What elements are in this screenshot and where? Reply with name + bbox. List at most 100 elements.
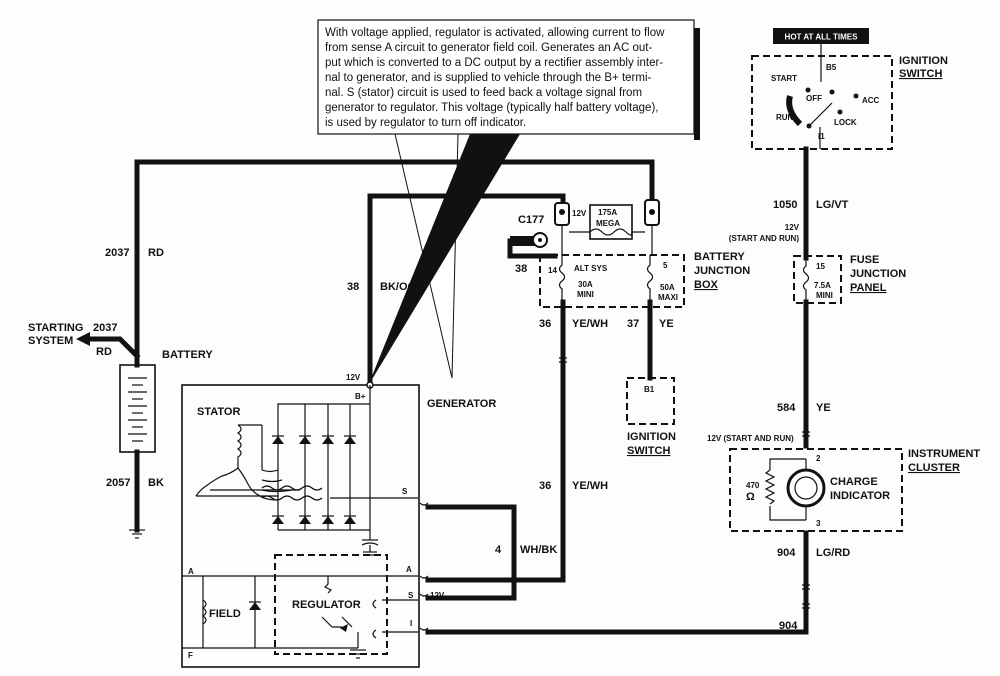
ignition-switch-b1: B1 IGNITION SWITCH <box>626 377 676 457</box>
indicator-label-2: INDICATOR <box>830 490 890 502</box>
bjb-title-1: BATTERY <box>694 251 745 263</box>
pos-acc: ACC <box>862 96 880 105</box>
bjb-title-3: BOX <box>694 279 719 291</box>
starting-system: STARTING SYSTEM 2037 RD <box>28 322 141 360</box>
ign2-pin-b1: B1 <box>644 385 655 394</box>
wire-4-color: WH/BK <box>520 544 557 556</box>
fjp-title-3: PANEL <box>850 282 887 294</box>
generator-12v: 12V <box>346 373 361 382</box>
resistor-symbol <box>764 469 776 505</box>
wire-36b-color: YE/WH <box>572 480 608 492</box>
fjp-title-2: JUNCTION <box>850 268 906 280</box>
starting-wire-number: 2037 <box>93 322 117 334</box>
instrument-cluster: 12V (START AND RUN) INSTRUMENT CLUSTER 2… <box>707 434 980 532</box>
alt-sys-type: MINI <box>577 290 594 299</box>
wire-4-whbk <box>425 504 517 601</box>
wire-37-color: YE <box>659 318 674 330</box>
field-label: FIELD <box>209 608 241 620</box>
wire-904-number: 904 <box>777 547 796 559</box>
stator-label: STATOR <box>197 406 240 418</box>
cluster-pin-3: 3 <box>816 519 821 528</box>
maxi-rating: 50A <box>660 283 675 292</box>
wire-1050-color: LG/VT <box>816 199 849 211</box>
cluster-12v: 12V (START AND RUN) <box>707 434 794 443</box>
wire-38-number: 38 <box>347 281 359 293</box>
ground-symbol <box>129 529 145 539</box>
starting-wire-color: RD <box>96 346 112 358</box>
note-line-5: nal. S (stator) circuit is used to feed … <box>325 87 642 99</box>
maxi-type: MAXI <box>658 293 678 302</box>
note-line-1: With voltage applied, regulator is activ… <box>325 27 665 39</box>
bulb-icon <box>786 468 826 508</box>
note-line-6: generator to regulator. This voltage (ty… <box>325 102 658 114</box>
ohm-symbol: Ω <box>746 491 755 503</box>
starting-system-label-1: STARTING <box>28 322 83 334</box>
wire-36-number: 36 <box>539 318 551 330</box>
pos-off: OFF <box>806 94 822 103</box>
wire-4-number: 4 <box>495 544 502 556</box>
wire-38b-number: 38 <box>515 263 527 275</box>
mega-rating: 175A <box>598 208 617 217</box>
wire-36b-number: 36 <box>539 480 551 492</box>
wire-904b-number: 904 <box>779 620 798 632</box>
ignition-switch-title-2: SWITCH <box>899 68 942 80</box>
wire-36-yewh <box>425 299 566 583</box>
wire-2057-number: 2057 <box>106 477 130 489</box>
indicator-label-1: CHARGE <box>830 476 878 488</box>
ign2-title-1: IGNITION <box>627 431 676 443</box>
battery: BATTERY <box>119 349 213 453</box>
regulator-label: REGULATOR <box>292 599 361 611</box>
pin-b5: B5 <box>826 63 837 72</box>
wire-2037-number: 2037 <box>105 247 129 259</box>
battery-junction-box: C177 38 12V 175A MEGA 14 ALT SYS 30A MIN… <box>507 199 750 308</box>
term-s-right: S <box>408 591 414 600</box>
ignition-switch-title-1: IGNITION <box>899 55 948 67</box>
description-note: With voltage applied, regulator is activ… <box>317 19 700 386</box>
starting-system-label-2: SYSTEM <box>28 335 73 347</box>
battery-label: BATTERY <box>162 349 213 361</box>
ign2-title-2: SWITCH <box>627 445 670 457</box>
term-f: F <box>188 651 193 660</box>
mega-type: MEGA <box>596 219 620 228</box>
rectifier-diodes <box>272 404 356 530</box>
wire-38-color: BK/OG <box>380 281 416 293</box>
connector-c177: C177 <box>518 214 544 226</box>
term-a-right: A <box>406 565 412 574</box>
cluster-title-1: INSTRUMENT <box>908 448 980 460</box>
alt-sys-rating: 30A <box>578 280 593 289</box>
pos-start: START <box>771 74 797 83</box>
reg-12v: 12V <box>430 591 445 600</box>
fjp-fuse-type: MINI <box>816 291 833 300</box>
wire-2037-rd <box>134 159 655 368</box>
wire-connector-marks <box>559 357 810 609</box>
fjp-fuse-rating: 7.5A <box>814 281 831 290</box>
bjb-title-2: JUNCTION <box>694 265 750 277</box>
wire-1050-12v: 12V <box>785 223 800 232</box>
fuse-junction-panel: 15 7.5A MINI FUSE JUNCTION PANEL <box>793 254 906 304</box>
wire-37-number: 37 <box>627 318 639 330</box>
wire-584-color: YE <box>816 402 831 414</box>
wire-2037-color: RD <box>148 247 164 259</box>
generator-label: GENERATOR <box>427 398 496 410</box>
term-a: A <box>188 567 194 576</box>
cluster-pin-2: 2 <box>816 454 821 463</box>
harness-marks <box>419 502 429 631</box>
note-line-3: put which is converted to a DC output by… <box>325 57 663 69</box>
bjb-pin-5: 5 <box>663 261 668 270</box>
wire-38-bkog <box>367 193 566 388</box>
note-line-7: is used by regulator to turn off indicat… <box>325 117 526 129</box>
ignition-switch: IGNITION SWITCH B5 START OFF ACC RUN LOC… <box>751 55 948 150</box>
note-line-4: nal to generator, and is supplied to veh… <box>325 72 652 84</box>
pos-run: RUN <box>776 113 794 122</box>
generator-bplus: B+ <box>355 392 366 401</box>
wire-1050-number: 1050 <box>773 199 797 211</box>
fjp-pin-15: 15 <box>816 262 825 271</box>
stator-windings <box>195 424 300 501</box>
wire-36-color: YE/WH <box>572 318 608 330</box>
cluster-title-2: CLUSTER <box>908 462 960 474</box>
note-line-2: from sense A circuit to generator field … <box>325 42 652 54</box>
alt-sys-label: ALT SYS <box>574 264 608 273</box>
hot-at-all-times-tag: HOT AT ALL TIMES <box>773 28 869 56</box>
term-i: I <box>410 619 412 628</box>
